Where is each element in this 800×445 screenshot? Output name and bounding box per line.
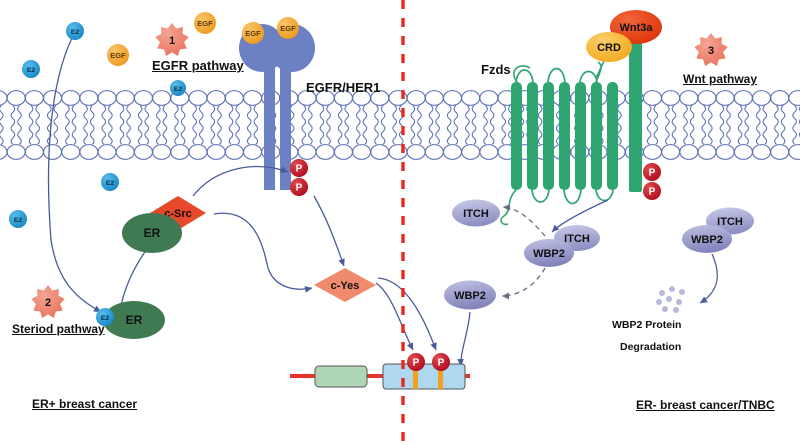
fzds-receptor <box>500 61 618 226</box>
egfr-her1-label: EGFR/HER1 <box>306 80 381 95</box>
e2-label: E2 <box>106 180 115 187</box>
node-itch-free: ITCH <box>452 199 500 227</box>
node-label-wbp2-complex: WBP2 <box>533 248 565 260</box>
degradation-dot <box>666 296 672 302</box>
node-label-itch-free: ITCH <box>463 208 489 220</box>
egf-label: EGF <box>245 29 261 38</box>
degradation-dot <box>659 290 665 296</box>
e2-label: E2 <box>101 315 110 322</box>
phospho-label: P <box>296 183 303 194</box>
node-er-2: ER <box>103 301 165 339</box>
egf-label: EGF <box>197 19 213 28</box>
node-c-yes: c-Yes <box>314 268 376 302</box>
phospho-label: P <box>438 358 445 369</box>
phospho-label: P <box>413 358 420 369</box>
e2-molecule <box>170 80 186 96</box>
er-positive-label: ER+ breast cancer <box>32 397 138 411</box>
pathway-number-badges: 1 2 3 <box>31 23 728 318</box>
degradation-label-line2: Degradation <box>620 341 682 353</box>
e2-molecule <box>9 210 27 228</box>
e2-label: E2 <box>174 86 183 93</box>
egf-molecule <box>242 22 264 44</box>
wnt-pathway-label: Wnt pathway <box>683 72 757 86</box>
node-label-c-src: c-Src <box>164 208 192 220</box>
degradation-label-line1: WBP2 Protein <box>612 319 682 331</box>
degradation-dot <box>656 299 662 305</box>
e2-label: E2 <box>27 67 36 74</box>
badge-number: 3 <box>708 45 714 57</box>
node-label-c-yes: c-Yes <box>331 280 360 292</box>
egf-molecule <box>107 44 129 66</box>
node-wbp2-complex: WBP2 <box>524 239 574 267</box>
degradation-dot <box>673 307 679 313</box>
fzds-label: Fzds <box>481 62 511 77</box>
e2-label: E2 <box>71 29 80 36</box>
node-label-er-1: ER <box>144 226 161 240</box>
egfr-phospho-group: P P <box>290 159 308 196</box>
recycling-arrows <box>501 204 546 300</box>
badge-2: 2 <box>31 285 65 318</box>
e2-molecule <box>22 60 40 78</box>
badge-number: 2 <box>45 297 51 309</box>
wnt3a-label: Wnt3a <box>620 22 654 34</box>
node-label-wbp2-free: WBP2 <box>454 290 486 302</box>
signal-arrows <box>47 37 718 367</box>
e2-molecule <box>66 22 84 40</box>
node-label-itch-complex: ITCH <box>564 233 590 245</box>
node-label-er-2: ER <box>126 313 143 327</box>
egf-molecule <box>277 17 299 39</box>
node-wbp2-right: WBP2 <box>682 225 732 253</box>
badge-1: 1 <box>155 23 189 56</box>
phospho-label: P <box>296 164 303 175</box>
degradation-fragments <box>656 286 685 313</box>
node-er-1: ER <box>122 213 182 253</box>
egf-label: EGF <box>110 51 126 60</box>
badge-3: 3 <box>694 33 728 66</box>
node-label-wbp2-right: WBP2 <box>691 234 723 246</box>
phospho-label: P <box>649 187 656 198</box>
degradation-dot <box>662 306 668 312</box>
egf-molecule <box>194 12 216 34</box>
plasma-membrane <box>0 90 800 160</box>
phospho-label: P <box>649 168 656 179</box>
crd-label: CRD <box>597 42 621 54</box>
e2-molecule <box>101 173 119 191</box>
e2-molecule <box>96 308 114 326</box>
e2-label: E2 <box>14 217 23 224</box>
node-wbp2-free: WBP2 <box>444 280 496 310</box>
node-label-itch-right: ITCH <box>717 216 743 228</box>
lrp-coreceptor: P P <box>629 30 661 200</box>
degradation-dot <box>679 289 685 295</box>
egf-label: EGF <box>280 24 296 33</box>
er-negative-label: ER- breast cancer/TNBC <box>636 398 775 412</box>
crd-domain: CRD <box>586 32 632 79</box>
badge-number: 1 <box>169 35 175 47</box>
degradation-dot <box>669 286 675 292</box>
degradation-dot <box>676 299 682 305</box>
steroid-pathway-label: Steriod pathway <box>12 322 105 336</box>
egfr-pathway-label: EGFR pathway <box>152 58 244 73</box>
